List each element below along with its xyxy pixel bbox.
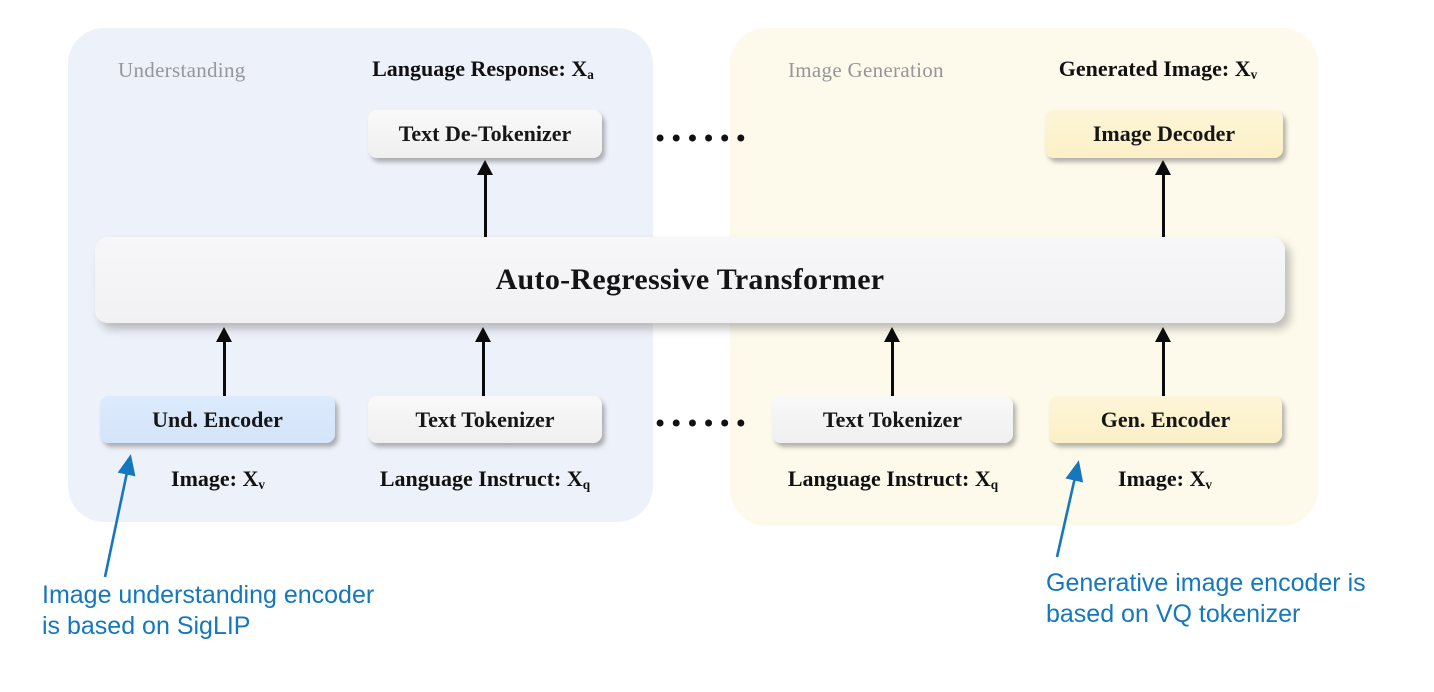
language-instruct-und-label: Language Instruct: Xq — [335, 466, 635, 492]
arrowhead-icon — [216, 327, 232, 342]
language-instruct-gen-text: Language Instruct: X — [787, 466, 991, 491]
image-und-text: Image: X — [171, 466, 259, 491]
arrowhead-icon — [1155, 327, 1171, 342]
arrow-shaft — [482, 338, 485, 396]
arrow-shaft — [891, 338, 894, 396]
siglip-annotation: Image understanding encoder is based on … — [42, 580, 374, 642]
text-detokenizer-node: Text De-Tokenizer — [368, 110, 602, 158]
generated-image-text: Generated Image: X — [1058, 56, 1251, 81]
arrow-shaft — [223, 338, 226, 396]
top-ellipsis: •••••• — [653, 125, 750, 153]
generated-image-label: Generated Image: Xv — [1023, 56, 1293, 82]
arrow-from-gen-encoder — [1155, 327, 1172, 396]
gen-encoder-node: Gen. Encoder — [1049, 396, 1282, 443]
arrowhead-icon — [477, 160, 493, 175]
language-response-text: Language Response: X — [372, 56, 588, 81]
siglip-annotation-line2: is based on SigLIP — [42, 612, 251, 640]
language-response-subscript: a — [587, 66, 594, 82]
language-instruct-und-text: Language Instruct: X — [379, 466, 583, 491]
arrow-from-text-tokenizer-gen — [884, 327, 901, 396]
image-gen-subscript: v — [1205, 476, 1212, 492]
arrow-from-text-tokenizer-und — [475, 327, 492, 396]
generated-image-subscript: v — [1250, 66, 1258, 82]
image-decoder-node: Image Decoder — [1045, 110, 1283, 158]
understanding-panel-title: Understanding — [118, 58, 246, 82]
text-tokenizer-gen-node: Text Tokenizer — [772, 396, 1013, 443]
language-instruct-und-subscript: q — [582, 476, 591, 492]
arrow-to-image-decoder — [1155, 160, 1172, 237]
image-und-subscript: v — [258, 476, 265, 492]
vq-annotation-line1: Generative image encoder is — [1046, 569, 1366, 597]
siglip-annotation-line1: Image understanding encoder — [42, 581, 375, 609]
auto-regressive-transformer-node: Auto-Regressive Transformer — [95, 237, 1285, 323]
image-generation-panel-title: Image Generation — [788, 58, 944, 82]
und-encoder-node: Und. Encoder — [100, 396, 335, 443]
language-instruct-gen-subscript: q — [990, 476, 999, 492]
arrow-to-text-detokenizer — [477, 160, 494, 237]
image-gen-label: Image: Xv — [1065, 466, 1265, 492]
vq-annotation-line2: based on VQ tokenizer — [1046, 600, 1301, 628]
vq-annotation: Generative image encoder is based on VQ … — [1046, 568, 1366, 630]
arrowhead-icon — [475, 327, 491, 342]
bottom-ellipsis: •••••• — [653, 410, 750, 438]
arrow-from-und-encoder — [216, 327, 233, 396]
arrowhead-icon — [884, 327, 900, 342]
arrow-shaft — [1162, 171, 1165, 237]
arrowhead-icon — [1155, 160, 1171, 175]
image-und-label: Image: Xv — [118, 466, 318, 492]
text-tokenizer-und-node: Text Tokenizer — [368, 396, 602, 443]
image-gen-text: Image: X — [1118, 466, 1206, 491]
arrow-shaft — [1162, 338, 1165, 396]
arrow-shaft — [484, 171, 487, 237]
language-instruct-gen-label: Language Instruct: Xq — [743, 466, 1043, 492]
language-response-label: Language Response: Xa — [348, 56, 618, 82]
